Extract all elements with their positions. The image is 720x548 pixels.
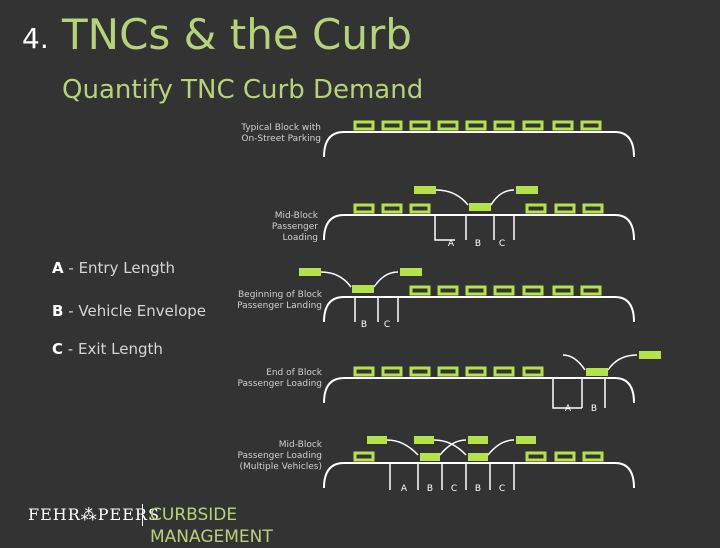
tnc-vehicle [586, 368, 608, 376]
row-label-line: Passenger Loading [238, 451, 322, 461]
legend-key: A [52, 259, 64, 277]
row-label-line: Beginning of Block [238, 290, 323, 300]
marker-label: B [361, 320, 367, 330]
row-label-line: Passenger Loading [238, 379, 322, 389]
row-label-line: Mid-Block [279, 440, 323, 450]
parked-cars [353, 120, 602, 131]
zone-dividers [434, 215, 515, 241]
tnc-vehicle [352, 285, 374, 293]
curb-line [323, 131, 635, 158]
row-label-line: Passenger Landing [237, 301, 322, 311]
marker-label: B [591, 404, 597, 414]
parked-cars [353, 451, 604, 462]
tnc-vehicle [639, 351, 661, 359]
tnc-vehicle [468, 453, 488, 461]
legend-text: - Entry Length [68, 259, 175, 277]
marker-label: B [427, 484, 433, 492]
zone-dividers [552, 378, 606, 409]
legend-item-exit-length: C - Exit Length [52, 340, 163, 358]
curb-line [323, 462, 635, 489]
row-label-line: Typical Block with [240, 123, 321, 133]
marker-label: A [565, 404, 572, 414]
logo-divider [142, 504, 143, 526]
tnc-vehicle [367, 436, 387, 444]
row-label-line: Loading [282, 233, 318, 243]
vehicle-path-arrow [320, 271, 399, 288]
slide-subtitle: Quantify TNC Curb Demand [62, 75, 424, 105]
curb-line [323, 296, 635, 323]
marker-label: A [401, 484, 408, 492]
logo-tagline: CURBSIDE MANAGEMENT [150, 505, 273, 547]
curb-line [323, 214, 635, 241]
slide-title: TNCs & the Curb [62, 10, 412, 59]
tnc-vehicle [516, 186, 538, 194]
marker-label: C [451, 484, 457, 492]
tnc-vehicle [400, 268, 422, 276]
tnc-vehicle [420, 453, 440, 461]
vehicle-path-arrow [386, 439, 515, 456]
marker-label: A [448, 239, 455, 249]
legend-text: - Exit Length [67, 340, 163, 358]
tnc-vehicle [516, 436, 536, 444]
parked-cars [409, 285, 602, 296]
legend-item-vehicle-envelope: B - Vehicle Envelope [52, 302, 206, 320]
diagram-row-end-of-block: End of Block Passenger Loading A B [238, 351, 661, 414]
row-label-line: End of Block [266, 368, 323, 378]
tnc-vehicle [414, 186, 436, 194]
parked-cars [353, 203, 604, 214]
zone-dividers [389, 463, 515, 490]
legend-key: C [52, 340, 64, 358]
row-label-line: Mid-Block [275, 211, 319, 221]
diagram-row-mid-block-multiple: Mid-Block Passenger Loading (Multiple Ve… [238, 436, 635, 492]
parked-cars [353, 366, 544, 377]
marker-label: B [475, 239, 481, 249]
zone-dividers [354, 297, 399, 322]
row-label-line: On-Street Parking [241, 134, 321, 144]
curb-diagram: Typical Block with On-Street Parking Mid… [237, 120, 661, 492]
curb-line [323, 377, 635, 404]
tnc-vehicle [299, 268, 321, 276]
row-label-line: Passenger [272, 222, 318, 232]
vehicle-path-arrow [562, 354, 638, 371]
marker-label: C [499, 239, 505, 249]
company-logo: FEHR⁂PEERS [28, 505, 160, 524]
vehicle-path-arrow [435, 189, 515, 206]
diagram-row-beginning-of-block: Beginning of Block Passenger Landing B C [237, 268, 635, 330]
legend-item-entry-length: A - Entry Length [52, 259, 175, 277]
marker-label: C [499, 484, 505, 492]
diagram-row-mid-block: Mid-Block Passenger Loading A B C [272, 186, 635, 249]
legend-text: - Vehicle Envelope [68, 302, 206, 320]
marker-label: B [475, 484, 481, 492]
diagram-row-typical-block: Typical Block with On-Street Parking [240, 120, 635, 158]
legend-key: B [52, 302, 64, 320]
tnc-vehicle [469, 203, 491, 211]
tnc-vehicle [414, 436, 434, 444]
marker-label: C [384, 320, 390, 330]
slide-number: 4. [22, 22, 49, 55]
tnc-vehicle [468, 436, 488, 444]
row-label-line: (Multiple Vehicles) [239, 462, 322, 472]
